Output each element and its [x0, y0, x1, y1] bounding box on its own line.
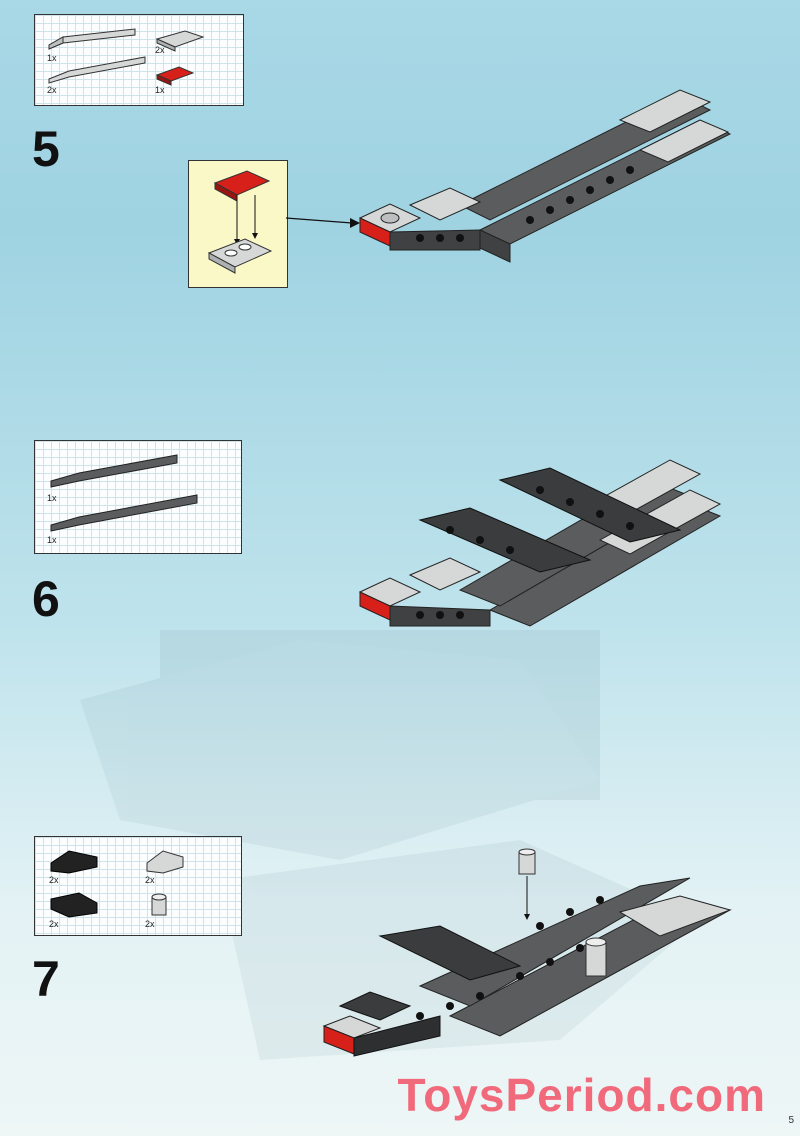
- round-brick-light-gray: [151, 893, 167, 916]
- page-number: 5: [788, 1115, 794, 1126]
- plate-dark-gray-1x10: [50, 454, 178, 488]
- watermark-text: ToysPeriod.com: [397, 1069, 766, 1121]
- plate-light-gray-1x6: [48, 28, 136, 50]
- part-qty: 2x: [145, 875, 155, 885]
- part-qty: 2x: [155, 45, 165, 55]
- part-qty: 2x: [49, 919, 59, 929]
- slope-light-gray: [146, 850, 184, 874]
- part-qty: 1x: [47, 535, 57, 545]
- parts-box-step-6: 1x 1x: [34, 440, 242, 554]
- part-qty: 1x: [47, 53, 57, 63]
- part-qty: 2x: [47, 85, 57, 95]
- parts-box-step-5: 1x 2x 2x 1x: [34, 14, 244, 106]
- slope-black: [50, 850, 98, 874]
- slope-black: [50, 892, 98, 918]
- step-number-6: 6: [32, 571, 60, 627]
- part-qty: 2x: [145, 919, 155, 929]
- part-qty: 1x: [47, 493, 57, 503]
- plate-red-1x2: [155, 66, 195, 86]
- step-number-7: 7: [32, 951, 60, 1007]
- callout-subassembly: [188, 160, 288, 288]
- callout-gray-plate: [207, 238, 273, 274]
- callout-arrow-lines: [234, 195, 258, 245]
- parts-box-step-7: 2x 2x 2x 2x: [34, 836, 242, 936]
- plate-light-gray-1x3: [155, 30, 205, 52]
- model-step-7: [322, 877, 732, 1057]
- model-step-6: [358, 459, 722, 627]
- part-qty: 2x: [49, 875, 59, 885]
- round-brick-drop-in: [518, 848, 536, 920]
- step-number-5: 5: [32, 121, 60, 177]
- part-qty: 1x: [155, 85, 165, 95]
- callout-red-plate: [213, 170, 271, 202]
- model-step-5: [358, 89, 732, 263]
- callout-pointer-arrow: [285, 217, 360, 228]
- plate-dark-gray-1x10: [50, 494, 198, 532]
- plate-light-gray-1x8: [48, 56, 146, 84]
